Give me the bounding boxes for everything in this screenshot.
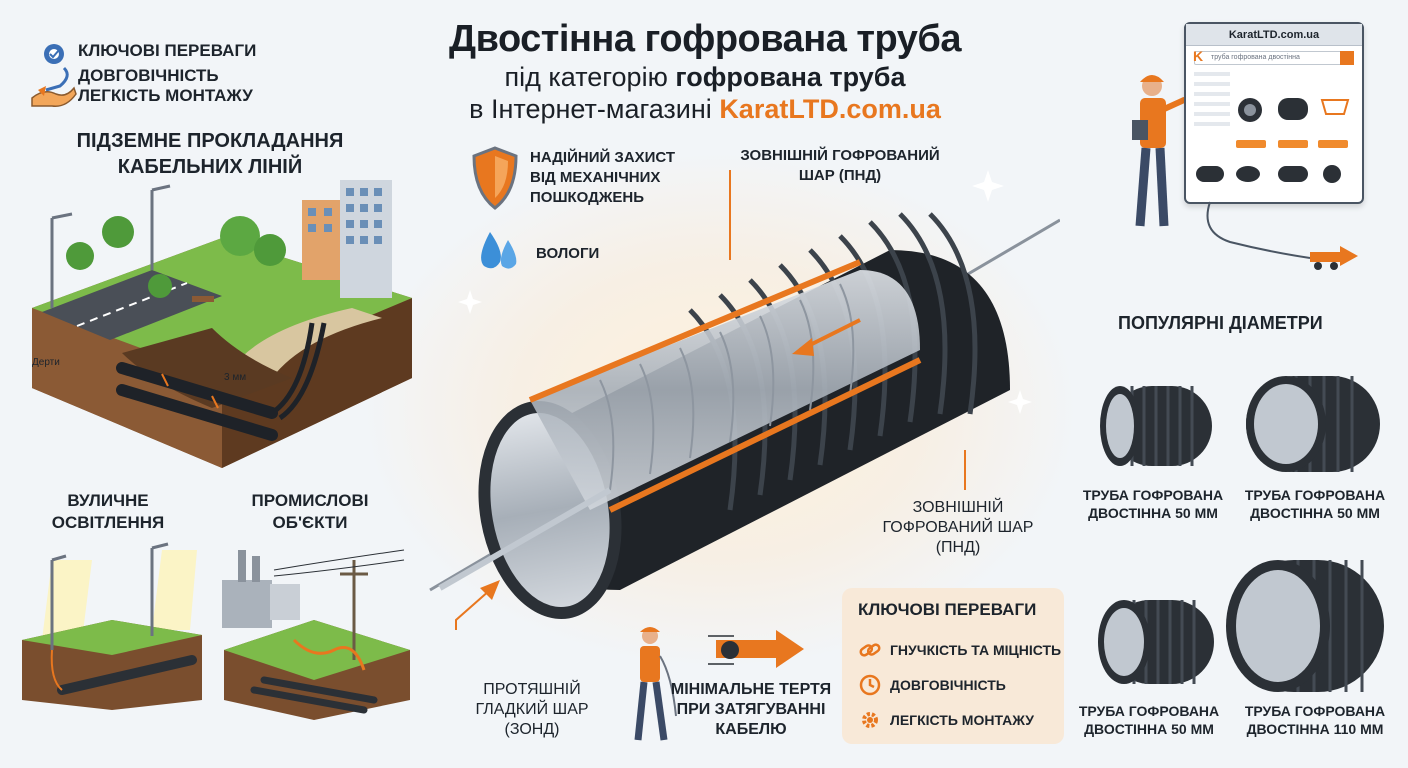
shop-logo: K (1193, 48, 1204, 64)
search-button[interactable] (1340, 51, 1354, 65)
pipe-product-label[interactable]: ТРУБА ГОФРОВАНА ДВОСТІННА 50 ММ (1078, 703, 1220, 737)
industrial-illustration (222, 549, 410, 720)
advantage-flexibility: ГНУЧКІСТЬ ТА МІЦНІСТЬ (858, 638, 1061, 662)
top-advantage-item: ДОВГОВІЧНІСТЬ (78, 66, 219, 85)
browser-url[interactable]: KaratLTD.com.ua (1186, 24, 1362, 46)
gear-icon (862, 712, 878, 728)
water-drops-icon (481, 232, 517, 269)
pipe-cutaway-illustration (429, 170, 1060, 630)
shield-icon (472, 146, 518, 210)
underground-scene-illustration (32, 180, 412, 468)
outer-layer-callout-bottom: ЗОВНІШНІЙ ГОФРОВАНИЙ ШАР (ПНД) (882, 499, 1034, 556)
delivery-cart-icon (1206, 201, 1358, 270)
pipe-product-label[interactable]: ТРУБА ГОФРОВАНА ДВОСТІННА 50 ММ (1244, 487, 1386, 521)
pipe-product-image (1098, 600, 1214, 684)
hand-gear-icon (31, 44, 77, 107)
page-subtitle-shop: в Інтернет-магазині KaratLTD.com.ua (469, 94, 941, 124)
moisture-callout: ВОЛОГИ (536, 245, 600, 262)
advantages-box (842, 588, 1064, 744)
friction-callout: МІНІМАЛЬНЕ ТЕРТЯ ПРИ ЗАТЯГУВАННІ КАБЕЛЮ (670, 681, 832, 738)
worker-pulling-cable-icon (634, 627, 677, 741)
pipe-product-image (1246, 376, 1380, 472)
advantage-durability: ДОВГОВІЧНІСТЬ (858, 673, 1006, 697)
gap-label: 3 мм (224, 372, 247, 383)
top-advantage-item: ЛЕГКІСТЬ МОНТАЖУ (78, 86, 253, 105)
pipe-product-image (1100, 386, 1212, 466)
pipe-product-image (1226, 560, 1384, 692)
industrial-heading: ПРОМИСЛОВІ ОБ'ЄКТИ (251, 491, 369, 532)
advantages-box-title: КЛЮЧОВІ ПЕРЕВАГИ (858, 600, 1037, 619)
shop-product-grid (1194, 72, 1350, 183)
top-advantages: КЛЮЧОВІ ПЕРЕВАГИ ДОВГОВІЧНІСТЬ ЛЕГКІСТЬ … (78, 36, 256, 106)
outer-layer-callout-top: ЗОВНІШНІЙ ГОФРОВАНИЙ ШАР (ПНД) (740, 147, 940, 184)
browser-search-input[interactable]: K труба гофрована двостінна (1193, 48, 1354, 65)
speed-arrow-icon (708, 630, 804, 668)
advantage-installation: ЛЕГКІСТЬ МОНТАЖУ (858, 708, 1034, 732)
chain-link-icon (859, 643, 881, 657)
inner-layer-callout: ПРОТЯШНІЙ ГЛАДКИЙ ШАР (ЗОНД) (475, 681, 589, 738)
street-lighting-heading: ВУЛИЧНЕ ОСВІТЛЕННЯ (51, 491, 165, 532)
pipe-product-label[interactable]: ТРУБА ГОФРОВАНА ДВОСТІННА 110 ММ (1244, 703, 1386, 737)
popular-diameters-heading: ПОПУЛЯРНІ ДІАМЕТРИ (1118, 313, 1323, 333)
clock-icon (859, 674, 881, 696)
depth-label: Дерти (32, 357, 60, 368)
protection-callout: НАДІЙНИЙ ЗАХИСТ ВІД МЕХАНІЧНИХ ПОШКОДЖЕН… (530, 149, 676, 206)
top-advantage-item: КЛЮЧОВІ ПЕРЕВАГИ (78, 41, 257, 60)
worker-with-tablet-icon (1132, 75, 1187, 227)
street-lighting-illustration (22, 542, 202, 710)
page-title: Двостінна гофрована труба (449, 18, 961, 60)
brand-link[interactable]: KaratLTD.com.ua (719, 94, 941, 124)
shop-browser-window: KaratLTD.com.ua K труба гофрована двості… (1184, 22, 1364, 204)
page-subtitle: під категорію гофрована труба (504, 62, 906, 92)
underground-heading: ПІДЗЕМНЕ ПРОКЛАДАННЯ КАБЕЛЬНИХ ЛІНІЙ (76, 130, 344, 178)
pipe-product-label[interactable]: ТРУБА ГОФРОВАНА ДВОСТІННА 50 ММ (1082, 487, 1224, 521)
